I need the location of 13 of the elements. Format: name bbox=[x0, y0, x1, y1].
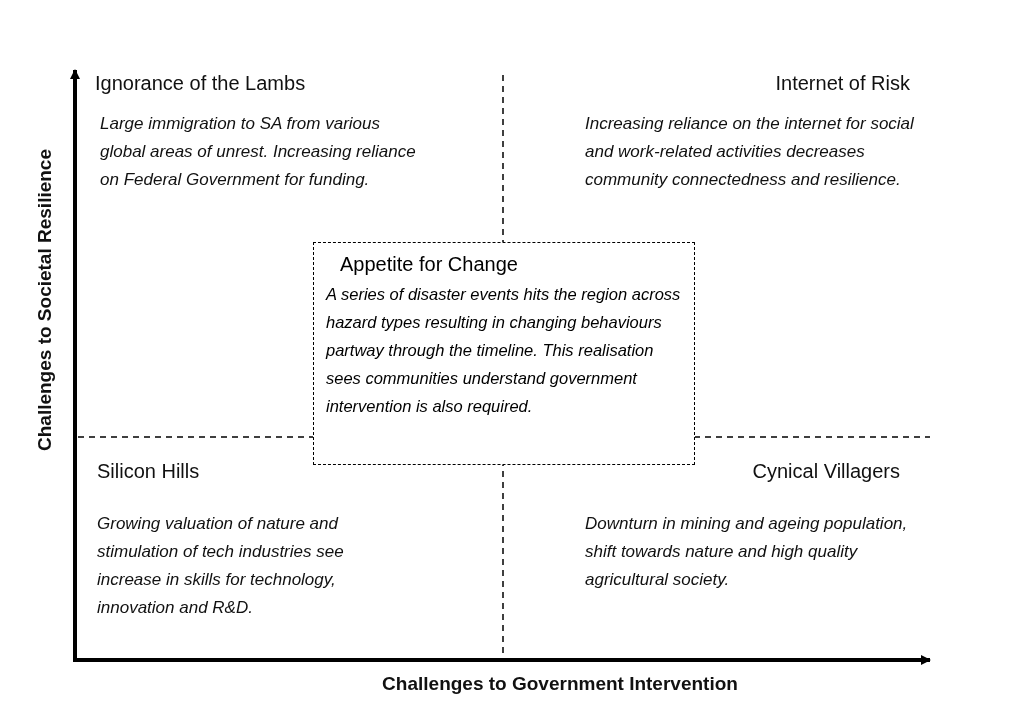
quadrant-description: Downturn in mining and ageing population, shift towards nature and high quality agricultural society. bbox=[585, 513, 909, 591]
quadrant-description: Large immigration to SA from various global areas of unrest. Increasing reliance on Federal Government for funding. bbox=[100, 113, 417, 191]
axis-title: Challenges to Government Intervention bbox=[382, 673, 738, 695]
quadrant-heading: Internet of Risk bbox=[775, 72, 910, 95]
scenario-heading: Appetite for Change bbox=[340, 253, 519, 276]
quadrant-description: Increasing reliance on the internet for social and work-related activities decreases community connectedness and resilience. bbox=[585, 113, 915, 191]
scenario-box bbox=[313, 242, 695, 465]
quadrant-heading: Ignorance of the Lambs bbox=[95, 72, 306, 95]
axis-title: Challenges to Societal Resilience bbox=[34, 149, 56, 451]
quadrant-description: Growing valuation of nature and stimulation of tech industries see increase in skills for technology, innovation and R&D. bbox=[97, 513, 345, 619]
quadrant-heading: Silicon Hills bbox=[97, 460, 200, 483]
scenario-description: A series of disaster events hits the region across hazard types resulting in changing behaviours partway through the timeline. This realisation sees communities understand government intervention is also required. bbox=[326, 284, 682, 417]
quadrant-heading: Cynical Villagers bbox=[752, 460, 900, 483]
